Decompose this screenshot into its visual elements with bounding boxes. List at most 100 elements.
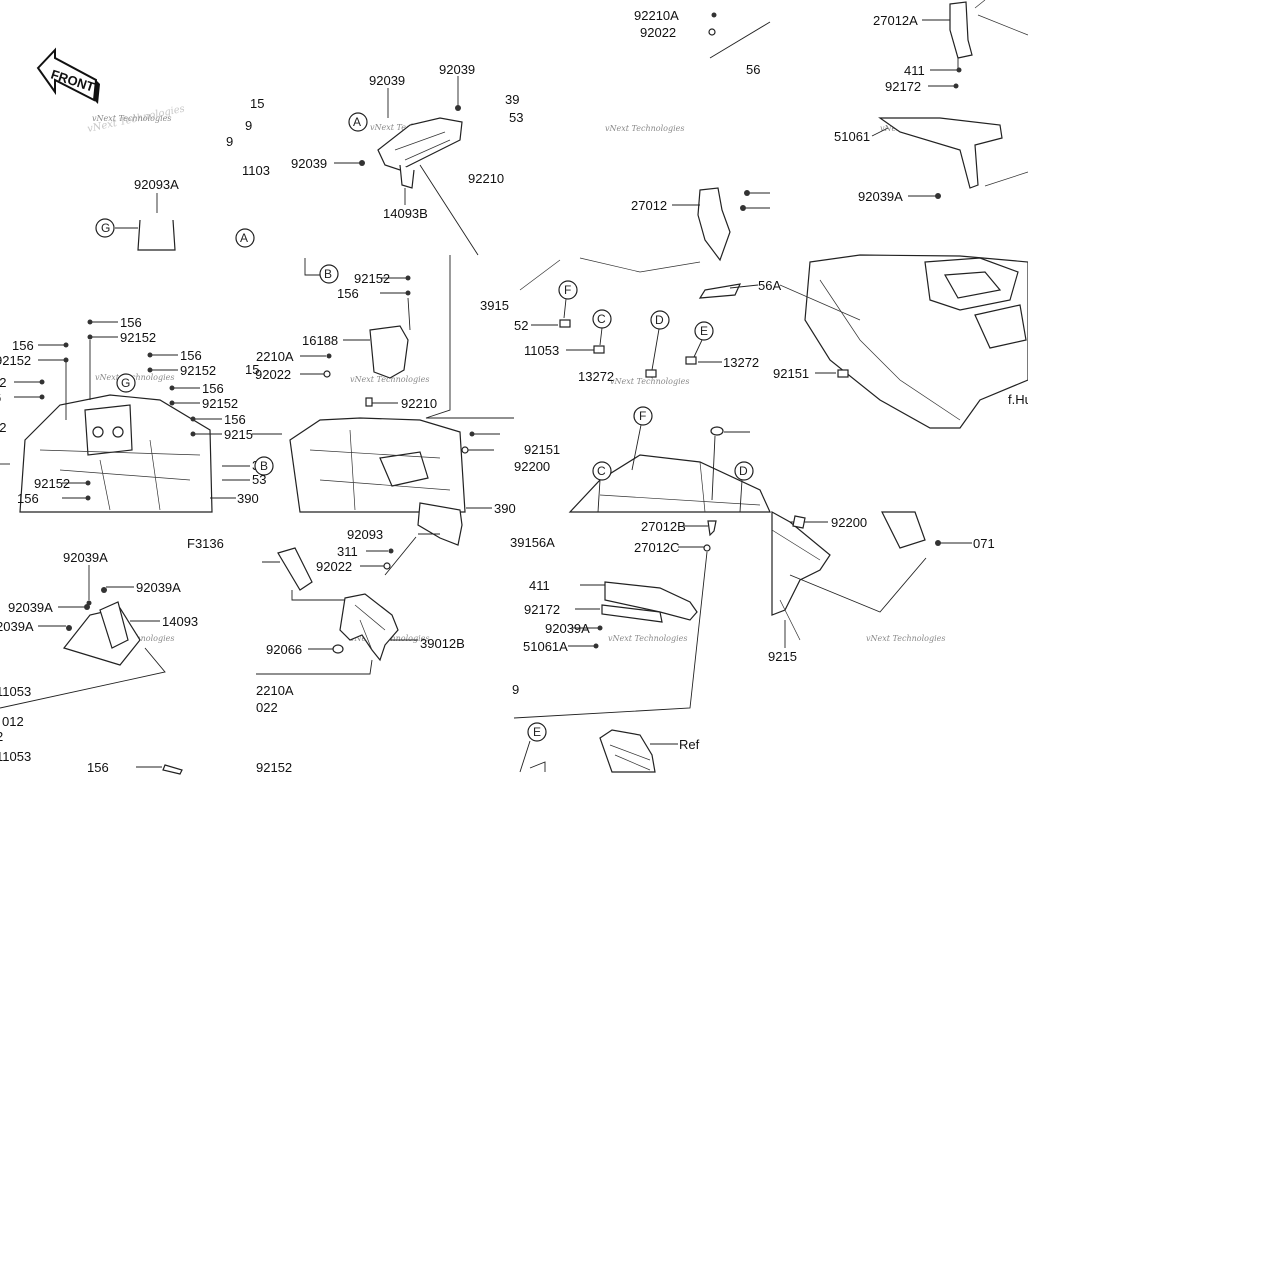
part-label-92039: 92039 <box>291 156 327 171</box>
part-label-11053: 11053 <box>524 343 559 358</box>
part-label-92039: 92039 <box>439 62 475 77</box>
part-label-92200: 27012C <box>634 540 680 555</box>
front-arrow-icon: FRONT <box>36 47 100 104</box>
part-label: 15 <box>245 362 259 377</box>
part-label-92039A: 92039A <box>858 189 903 204</box>
part-label-92152: 92152 <box>0 353 31 368</box>
part-label: 92 <box>0 375 6 390</box>
part-label-9215: 9215 <box>224 427 253 442</box>
part-label-156: 92152 <box>354 271 390 286</box>
part-label-92152: 92152 <box>180 363 216 378</box>
part-label-92022: 92022 <box>316 559 352 574</box>
watermark: vNext Technologies <box>95 373 174 382</box>
ref-label: 9215 <box>768 649 797 664</box>
part-label-92039A: 92039A <box>136 580 181 595</box>
part-label-156: 156 <box>180 348 202 363</box>
part-label: 11053 <box>0 684 31 699</box>
part-label-2039A: 2039A <box>0 619 34 634</box>
watermark: vNext Technologies <box>610 377 689 386</box>
part-label-2210A: 2210A <box>256 683 294 698</box>
part-label-411: 411 <box>904 63 925 78</box>
part-label-51061A: Ref <box>679 737 700 752</box>
part-label-92152: 92152 <box>120 330 156 345</box>
part-label-390: 390 <box>494 501 516 516</box>
part-label-92093: 92093 <box>347 527 383 542</box>
watermark: vNext Technologies <box>608 634 687 643</box>
ref-letter-D: D <box>739 464 748 478</box>
part-label-27012B: 411 <box>529 578 550 593</box>
part-label-156: 156 <box>12 338 34 353</box>
watermark: vNext Technologies <box>350 375 429 384</box>
ref-letter-D: D <box>655 313 664 327</box>
tile-top-left: 92093A G 15 9 9 1103 A <box>95 96 270 251</box>
part-label-92093A: 92093A <box>134 177 179 192</box>
tile-middle-right: 071 92200 9215 <box>768 510 995 664</box>
part-label-92210A: 92210A <box>634 8 679 23</box>
figure-code: F3136 <box>187 536 224 551</box>
part-label-2210A: 2210A <box>256 349 294 364</box>
ref-letter-F: F <box>564 283 571 297</box>
part-label-16188: 16188 <box>302 333 338 348</box>
part-label-92210: 92210 <box>401 396 437 411</box>
part-label-92200: 92200 <box>514 459 550 474</box>
ref-letter-C: C <box>597 464 606 478</box>
tile-middle-right-center: F C D <box>568 406 771 513</box>
part-label-92152: 92152 <box>202 396 238 411</box>
ref-letter-G: G <box>121 376 130 390</box>
tile-middle-left: 156 92152 156 92152 92 6 92 156 92152 15… <box>0 315 282 513</box>
part-label-92152: 156 <box>337 286 359 301</box>
part-label-92152: 156 <box>17 491 39 506</box>
tile-middle-center: 16188 2210A 92022 92152 156 B 92210 B 92… <box>254 255 560 516</box>
tile-bottom-center: 311 92022 92093 92066 39012B 2210A 022 9… <box>256 502 465 775</box>
part-label: 15 <box>250 96 264 111</box>
ref-letter-B: B <box>324 267 332 281</box>
part-label: 56 <box>746 62 760 77</box>
part-label-92039: 92039 <box>369 73 405 88</box>
part-label-92022: 92022 <box>640 25 676 40</box>
tile-top-right-center: 92210A 92022 56 27012 56A 3915 F C D E 5… <box>480 8 781 384</box>
part-label-311: 311 <box>337 544 358 559</box>
part-label-92039A: 92039A <box>8 600 53 615</box>
watermark: vNext Technologies <box>92 114 171 123</box>
part-label: 9 <box>226 134 233 149</box>
part-label-156: 012 <box>2 714 24 729</box>
part-label-071: 9 <box>512 682 519 697</box>
part-label: 53 <box>252 472 266 487</box>
blank-margin-bottom <box>0 775 1285 1285</box>
part-label-390: 390 <box>237 491 259 506</box>
part-label-92066: 92066 <box>266 642 302 657</box>
part-label-13272: 92200 <box>831 515 867 530</box>
part-label: 6 <box>0 390 1 405</box>
part-label-11053: 13272 <box>723 355 759 370</box>
part-label-92172: 92172 <box>885 79 921 94</box>
part-label-92151: 92151 <box>524 442 560 457</box>
ref-letter-F: F <box>639 409 646 423</box>
tile-top-center: 14093B 92039 92039 92039 A 92210 39 53 <box>291 62 523 256</box>
part-label-156: 156 <box>224 412 246 427</box>
part-label-92152: 2 <box>0 729 3 744</box>
ref-letter-E: E <box>533 725 541 739</box>
part-label-92022: 92022 <box>255 367 291 382</box>
part-label-51061: 51061 <box>834 129 870 144</box>
part-label-27012A: 27012A <box>873 13 918 28</box>
tile-top-right: 27012A 411 92172 51061 92039A 92151 f.Hu… <box>773 0 1038 429</box>
ref-letter-A: A <box>240 231 248 245</box>
part-label-022: 022 <box>256 700 278 715</box>
tile-bottom-left: F3136 92039A 92039A 92039A 2039A 14093 1… <box>0 536 224 775</box>
ref-letter-G: G <box>101 221 110 235</box>
part-label-14093B: 14093B <box>383 206 428 221</box>
part-label: 53 <box>509 110 523 125</box>
ref-letter-A: A <box>353 115 361 129</box>
part-label-92039A: 071 <box>973 536 995 551</box>
part-label: 56A <box>758 278 781 293</box>
watermark: vNext Technologies <box>605 124 684 133</box>
part-label-156: 92152 <box>34 476 70 491</box>
part-label-11053: 13272 <box>578 369 614 384</box>
part-label-27012C: 92172 <box>524 602 560 617</box>
ref-letter-C: C <box>597 312 606 326</box>
tile-bottom-right-center: 39156A 27012B 27012C 411 92172 92039A 51… <box>510 519 717 773</box>
part-label: 39 <box>505 92 519 107</box>
part-label-13272: 92151 <box>773 366 809 381</box>
part-label: 1103 <box>242 163 270 178</box>
